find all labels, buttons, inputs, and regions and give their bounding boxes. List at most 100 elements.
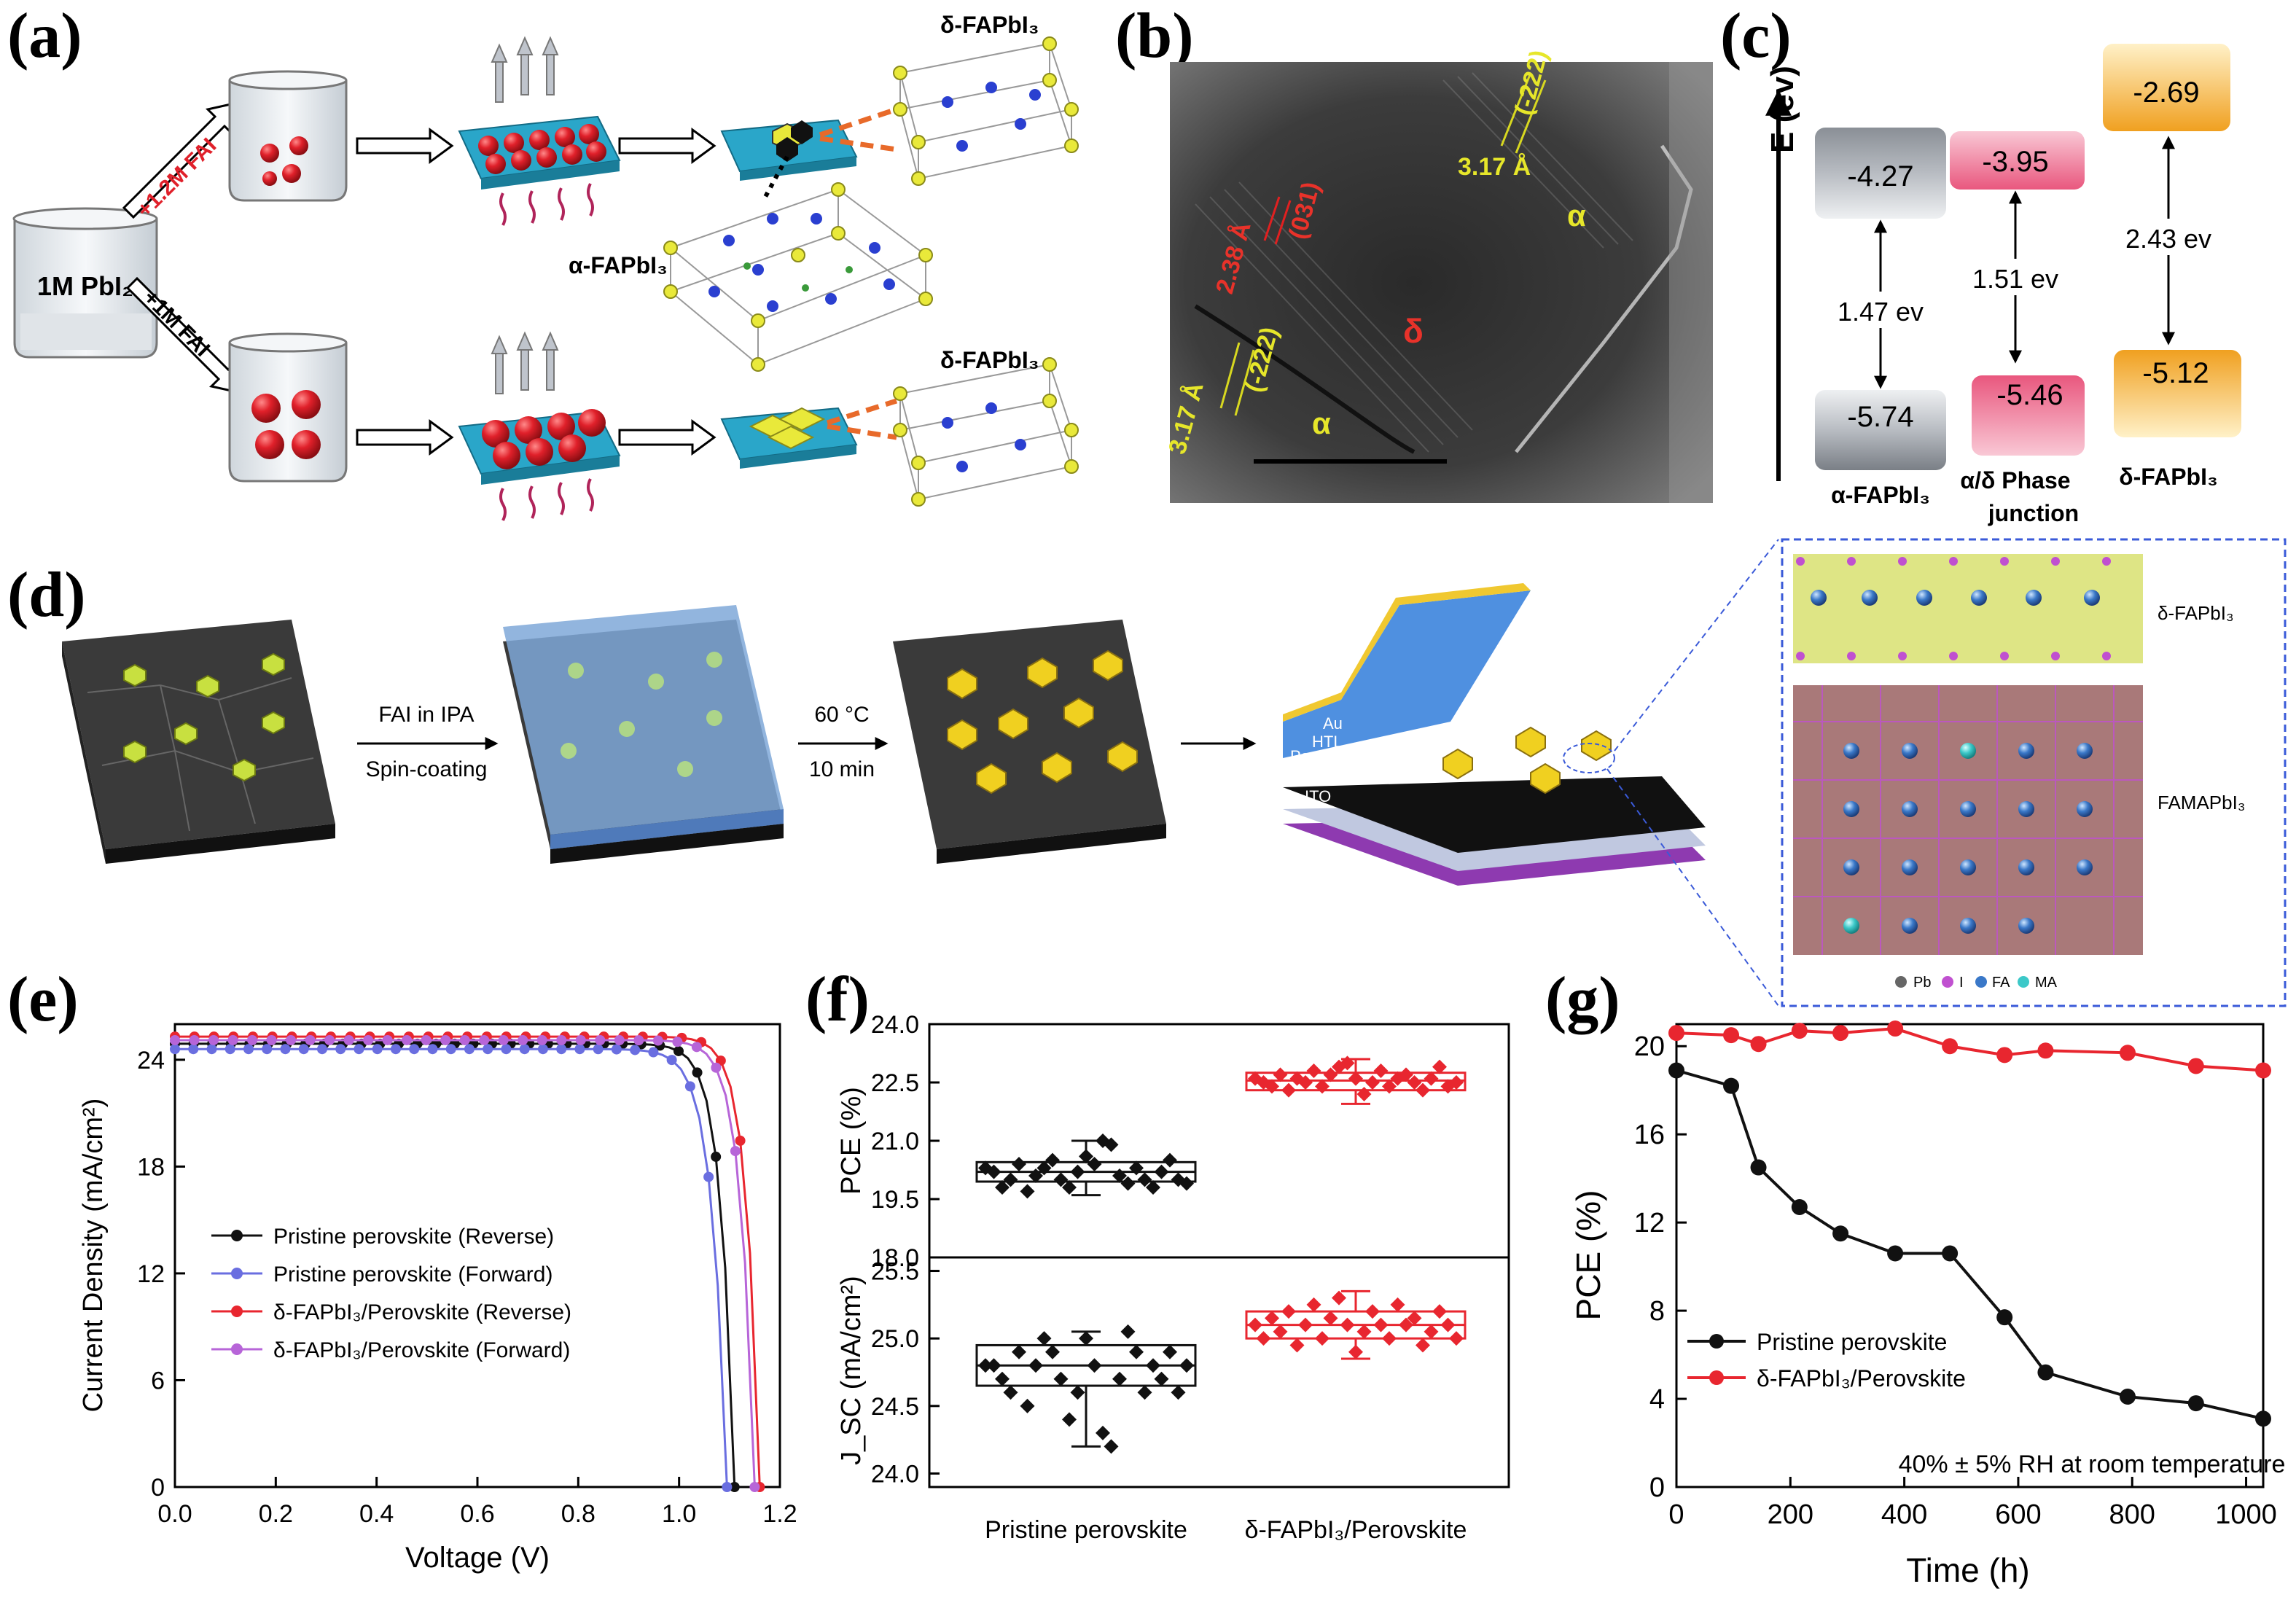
- data-point-f: [978, 1358, 993, 1373]
- data-point-f: [1416, 1338, 1430, 1353]
- data-point-e: [459, 1034, 470, 1045]
- ytick-label-e: 24: [137, 1047, 165, 1074]
- lattice-delta-top: [893, 36, 1079, 186]
- data-point-e: [262, 1044, 273, 1055]
- ylabel-e: Current Density (mA/cm²): [78, 1098, 109, 1413]
- legend-ma: MA: [2035, 975, 2058, 991]
- data-point-g: [1723, 1027, 1740, 1044]
- data-point-e: [170, 1044, 180, 1055]
- data-point-e: [556, 1044, 567, 1055]
- data-point-f: [1028, 1358, 1043, 1373]
- data-point-f: [1298, 1075, 1313, 1090]
- data-point-f: [1382, 1331, 1397, 1346]
- pbi2-label: 1M PbI₂: [37, 271, 133, 301]
- legend-e: Pristine perovskite (Reverse)Pristine pe…: [211, 1225, 571, 1362]
- data-point-e: [633, 1035, 644, 1046]
- data-point-f: [1273, 1324, 1288, 1339]
- label-317-a: 3.17 Å: [1458, 153, 1531, 181]
- data-point-e: [652, 1035, 663, 1046]
- data-point-g: [1942, 1245, 1959, 1262]
- lattice-delta-bottom: [893, 357, 1079, 507]
- film-3: [893, 620, 1166, 864]
- data-point-e: [170, 1034, 180, 1045]
- xtick-label-e: 0.2: [259, 1500, 293, 1528]
- structure-inset: δ-FAPbI₃ FAMAPbI₃ Pb I FA MA: [1781, 538, 2287, 1007]
- data-point-f: [1087, 1358, 1102, 1373]
- arrow-up-diag: +1.2M FAI: [122, 101, 242, 222]
- layer-htl: HTL: [1312, 733, 1343, 751]
- data-point-f: [1120, 1324, 1136, 1339]
- ytick-label-g: 8: [1649, 1296, 1665, 1327]
- data-point-e: [537, 1044, 548, 1055]
- ytick-label-e: 12: [137, 1260, 165, 1288]
- data-point-e: [611, 1044, 622, 1055]
- data-point-f: [1323, 1311, 1338, 1326]
- data-point-f: [1265, 1311, 1279, 1326]
- data-point-f: [1171, 1385, 1186, 1400]
- step1-bottom: Spin-coating: [366, 757, 488, 781]
- data-point-f: [1020, 1398, 1035, 1413]
- data-point-e: [711, 1062, 722, 1073]
- data-point-f: [1281, 1082, 1296, 1098]
- beaker-bottom: [228, 332, 348, 483]
- plot-frame-f: [928, 1023, 1510, 1488]
- legend-i: I: [1959, 975, 1964, 991]
- data-point-e: [519, 1044, 530, 1055]
- data-point-g: [2255, 1062, 2271, 1079]
- ytick-label-f: 25.5: [871, 1258, 919, 1286]
- panel-f: 18.019.521.022.524.024.024.525.025.5 PCE…: [836, 1011, 1510, 1544]
- data-point-e: [247, 1034, 258, 1045]
- data-point-f: [1340, 1055, 1355, 1071]
- data-point-e: [464, 1044, 475, 1055]
- data-point-f: [1163, 1152, 1177, 1168]
- data-point-f: [1129, 1160, 1144, 1176]
- data-point-e: [518, 1034, 528, 1045]
- junction-name-2: junction: [1988, 500, 2079, 526]
- data-point-e: [630, 1045, 641, 1055]
- ytick-label-g: 16: [1634, 1120, 1665, 1150]
- data-point-g: [2255, 1410, 2271, 1427]
- data-point-f: [1424, 1071, 1439, 1086]
- ytick-label-f: 25.0: [871, 1325, 919, 1353]
- data-point-e: [243, 1044, 254, 1055]
- data-point-f: [1373, 1317, 1389, 1332]
- data-point-e: [372, 1044, 383, 1055]
- data-point-e: [711, 1151, 722, 1162]
- data-point-f: [1079, 1149, 1093, 1164]
- data-point-f: [1356, 1324, 1372, 1339]
- plot-frame-e: [173, 1023, 781, 1488]
- data-point-e: [354, 1044, 364, 1055]
- scale-bar: [1254, 459, 1447, 464]
- data-point-e: [402, 1034, 413, 1045]
- ylabel-g: PCE (%): [1569, 1190, 1607, 1321]
- data-point-f: [1348, 1344, 1363, 1359]
- data-point-e: [189, 1034, 200, 1045]
- data-point-f: [986, 1164, 1001, 1179]
- annotation-g: 40% ± 5% RH at room temperature: [1899, 1451, 2286, 1478]
- data-point-g: [1668, 1025, 1684, 1042]
- data-point-f: [1265, 1079, 1279, 1094]
- data-point-g: [2037, 1042, 2054, 1059]
- data-point-f: [1348, 1071, 1363, 1086]
- data-point-e: [536, 1034, 547, 1045]
- data-point-e: [227, 1034, 238, 1045]
- xtick-label-g: 1000: [2215, 1499, 2277, 1530]
- panel-label-g: (g): [1545, 964, 1620, 1035]
- data-point-f: [995, 1180, 1010, 1195]
- data-point-f: [1449, 1331, 1464, 1346]
- xlabel-e: Voltage (V): [405, 1542, 550, 1574]
- data-point-g: [2119, 1045, 2136, 1061]
- layer-perovskite: Perovskite: [1290, 747, 1365, 765]
- data-point-e: [501, 1044, 512, 1055]
- data-point-e: [729, 1482, 740, 1492]
- data-point-f: [1281, 1304, 1296, 1319]
- panel-label-e: (e): [7, 964, 79, 1035]
- ytick-label-f: 19.5: [871, 1186, 919, 1214]
- data-point-e: [335, 1044, 346, 1055]
- data-point-f: [1154, 1371, 1169, 1386]
- xtick-label-g: 400: [1881, 1499, 1927, 1530]
- xtick-label-g: 800: [2109, 1499, 2155, 1530]
- ytick-label-g: 20: [1634, 1031, 1665, 1062]
- delta-cb: -2.69: [2133, 77, 2199, 109]
